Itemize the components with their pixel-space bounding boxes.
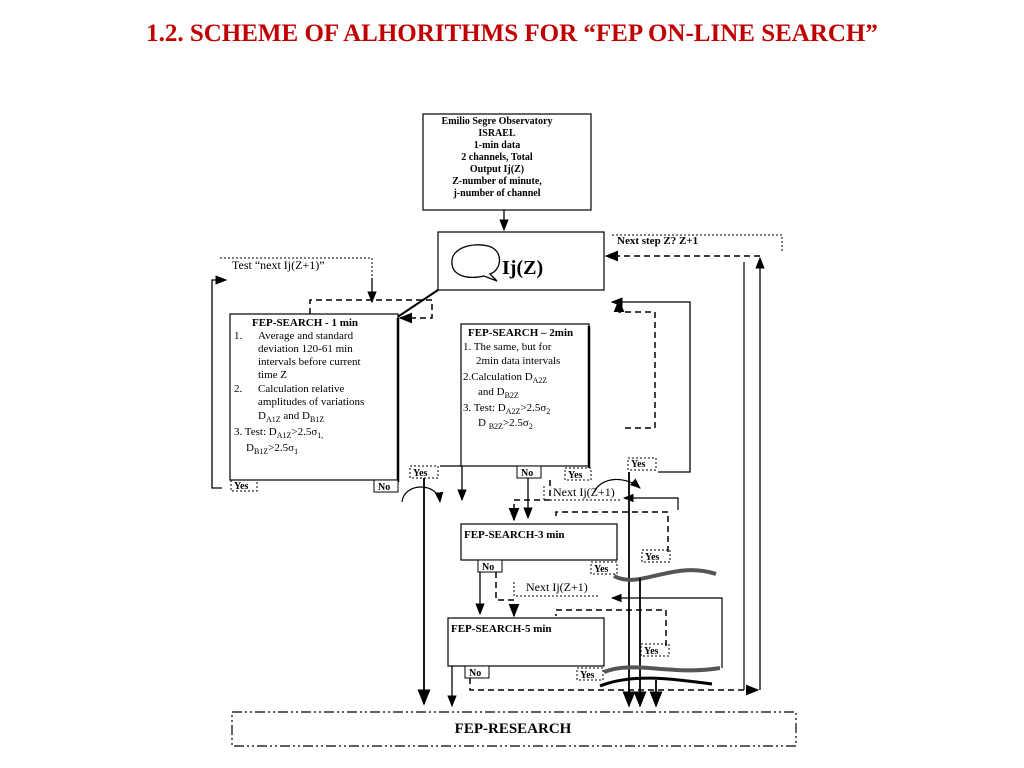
fep1-item-1a: Average and standard <box>258 330 354 342</box>
fep2-item-2b: and DB2Z <box>478 386 519 400</box>
speech-bubble-icon <box>451 244 501 282</box>
fep3-yes-side-label: Yes <box>645 552 660 563</box>
fep3-title: FEP-SEARCH-3 min <box>464 529 565 541</box>
fep2-dashed-to-fep3 <box>508 480 551 522</box>
fep1-item-2c: DA1Z and DB1Z <box>258 410 324 424</box>
fep2-yes-top-label: Yes <box>631 459 646 470</box>
fep1-curved-arrow <box>401 486 444 504</box>
fep3-wavy-arrow <box>613 568 717 582</box>
fep1-item-3: 3. Test: DA1Z>2.5σ1, <box>234 426 323 440</box>
observatory-line-2: ISRAEL <box>478 128 516 139</box>
page-title: 1.2. SCHEME OF ALHORITHMS FOR “FEP ON-LI… <box>146 20 878 47</box>
fep3-dashed-to-fep5 <box>495 572 520 618</box>
fep1-title: FEP-SEARCH - 1 min <box>252 317 358 329</box>
fep3-dashed-top <box>555 511 669 552</box>
observatory-line-5: Output Ij(Z) <box>470 164 524 175</box>
fep2-right-loop <box>610 297 691 473</box>
test-next-dotted-frame <box>220 257 373 276</box>
fep3-right-loop <box>622 493 679 510</box>
fep1-dashed-top <box>309 299 433 324</box>
test-next-label: Test “next Ij(Z+1)” <box>232 258 325 272</box>
fep2-yes-top-frame <box>627 457 657 471</box>
next-ij-label-1: Next Ij(Z+1) <box>553 485 615 499</box>
fep1-item-1b: deviation 120-61 min <box>258 343 353 355</box>
fep5-wavy-arrow-2 <box>599 676 713 688</box>
fep5-right-loop <box>610 593 723 668</box>
next-ij-label-2: Next Ij(Z+1) <box>526 580 588 594</box>
fep2-no-label: No <box>521 468 533 479</box>
fep1-item-1c: intervals before current <box>258 356 361 368</box>
fep3-yes-side-frame <box>641 549 671 563</box>
observatory-box <box>422 113 592 211</box>
fep5-box <box>447 617 605 667</box>
observatory-line-3: 1-min data <box>474 140 520 151</box>
fep5-yes-frame <box>576 667 604 681</box>
fep5-title: FEP-SEARCH-5 min <box>451 623 552 635</box>
next-step-label: Next step Z? Z+1 <box>617 235 698 247</box>
observatory-line-4: 2 channels, Total <box>461 152 533 163</box>
fep3-yes-label: Yes <box>594 564 609 575</box>
fep-research-box <box>231 711 797 747</box>
next-step-dotted-frame <box>612 234 783 252</box>
fep1-item-2-num: 2. <box>234 383 243 395</box>
fep2-item-1a: 1. The same, but for <box>463 341 552 353</box>
fep1-yes2-label: Yes <box>413 468 428 479</box>
fep5-no-frame <box>464 665 490 679</box>
next-ij-frame-2 <box>513 582 600 597</box>
fep1-no-label: No <box>378 482 390 493</box>
fep2-dashed-top <box>613 298 656 429</box>
observatory-line-6: Z-number of minute, <box>452 176 542 187</box>
fep2-item-2a: 2.Calculation DA2Z <box>463 371 547 385</box>
fep5-no-label: No <box>469 668 481 679</box>
fep2-curved-arrow <box>593 478 641 493</box>
fep1-item-1-num: 1. <box>234 330 243 342</box>
observatory-line-7: j-number of channel <box>452 188 540 199</box>
fep1-yes-loop-line <box>211 275 228 489</box>
fep3-yes-frame <box>590 561 618 575</box>
fep5-dashed-bottom <box>469 678 760 696</box>
fep1-box <box>229 313 399 481</box>
fep2-item-1b: 2min data intervals <box>476 355 560 367</box>
ijz-label: Ij(Z) <box>502 257 543 279</box>
fep2-item-4: D B2Z>2.5σ2 <box>478 417 533 431</box>
fep5-dashed-top <box>555 609 667 646</box>
fep2-title: FEP-SEARCH – 2min <box>468 327 573 339</box>
fep3-no-label: No <box>482 562 494 573</box>
fep1-item-2b: amplitudes of variations <box>258 396 364 408</box>
fep1-no-frame <box>373 479 399 493</box>
fep2-item-3: 3. Test: DA2Z>2.5σ2 <box>463 402 550 416</box>
fep1-item-1d: time Z <box>258 369 287 381</box>
fep-research-label: FEP-RESEARCH <box>455 721 572 737</box>
fep1-yes-label: Yes <box>234 481 249 492</box>
fep5-yes-side-label: Yes <box>644 646 659 657</box>
fep3-box <box>460 523 618 561</box>
fep5-yes-label: Yes <box>580 670 595 681</box>
fep2-no-frame <box>516 465 542 479</box>
fep5-wavy-arrow-1 <box>603 665 721 674</box>
fep2-yes-label: Yes <box>568 470 583 481</box>
fep1-item-4: DB1Z>2.5σ1 <box>246 442 298 456</box>
fep5-yes-side-frame <box>640 643 670 657</box>
fep1-no-line <box>440 465 467 502</box>
fep1-item-2a: Calculation relative <box>258 383 345 395</box>
observatory-line-1: Emilio Segre Observatory <box>442 116 553 127</box>
fep3-no-frame <box>477 559 503 573</box>
fep2-yes-frame <box>564 467 592 481</box>
fep1-yes-frame <box>230 479 258 492</box>
next-ij-frame-1 <box>543 486 620 501</box>
